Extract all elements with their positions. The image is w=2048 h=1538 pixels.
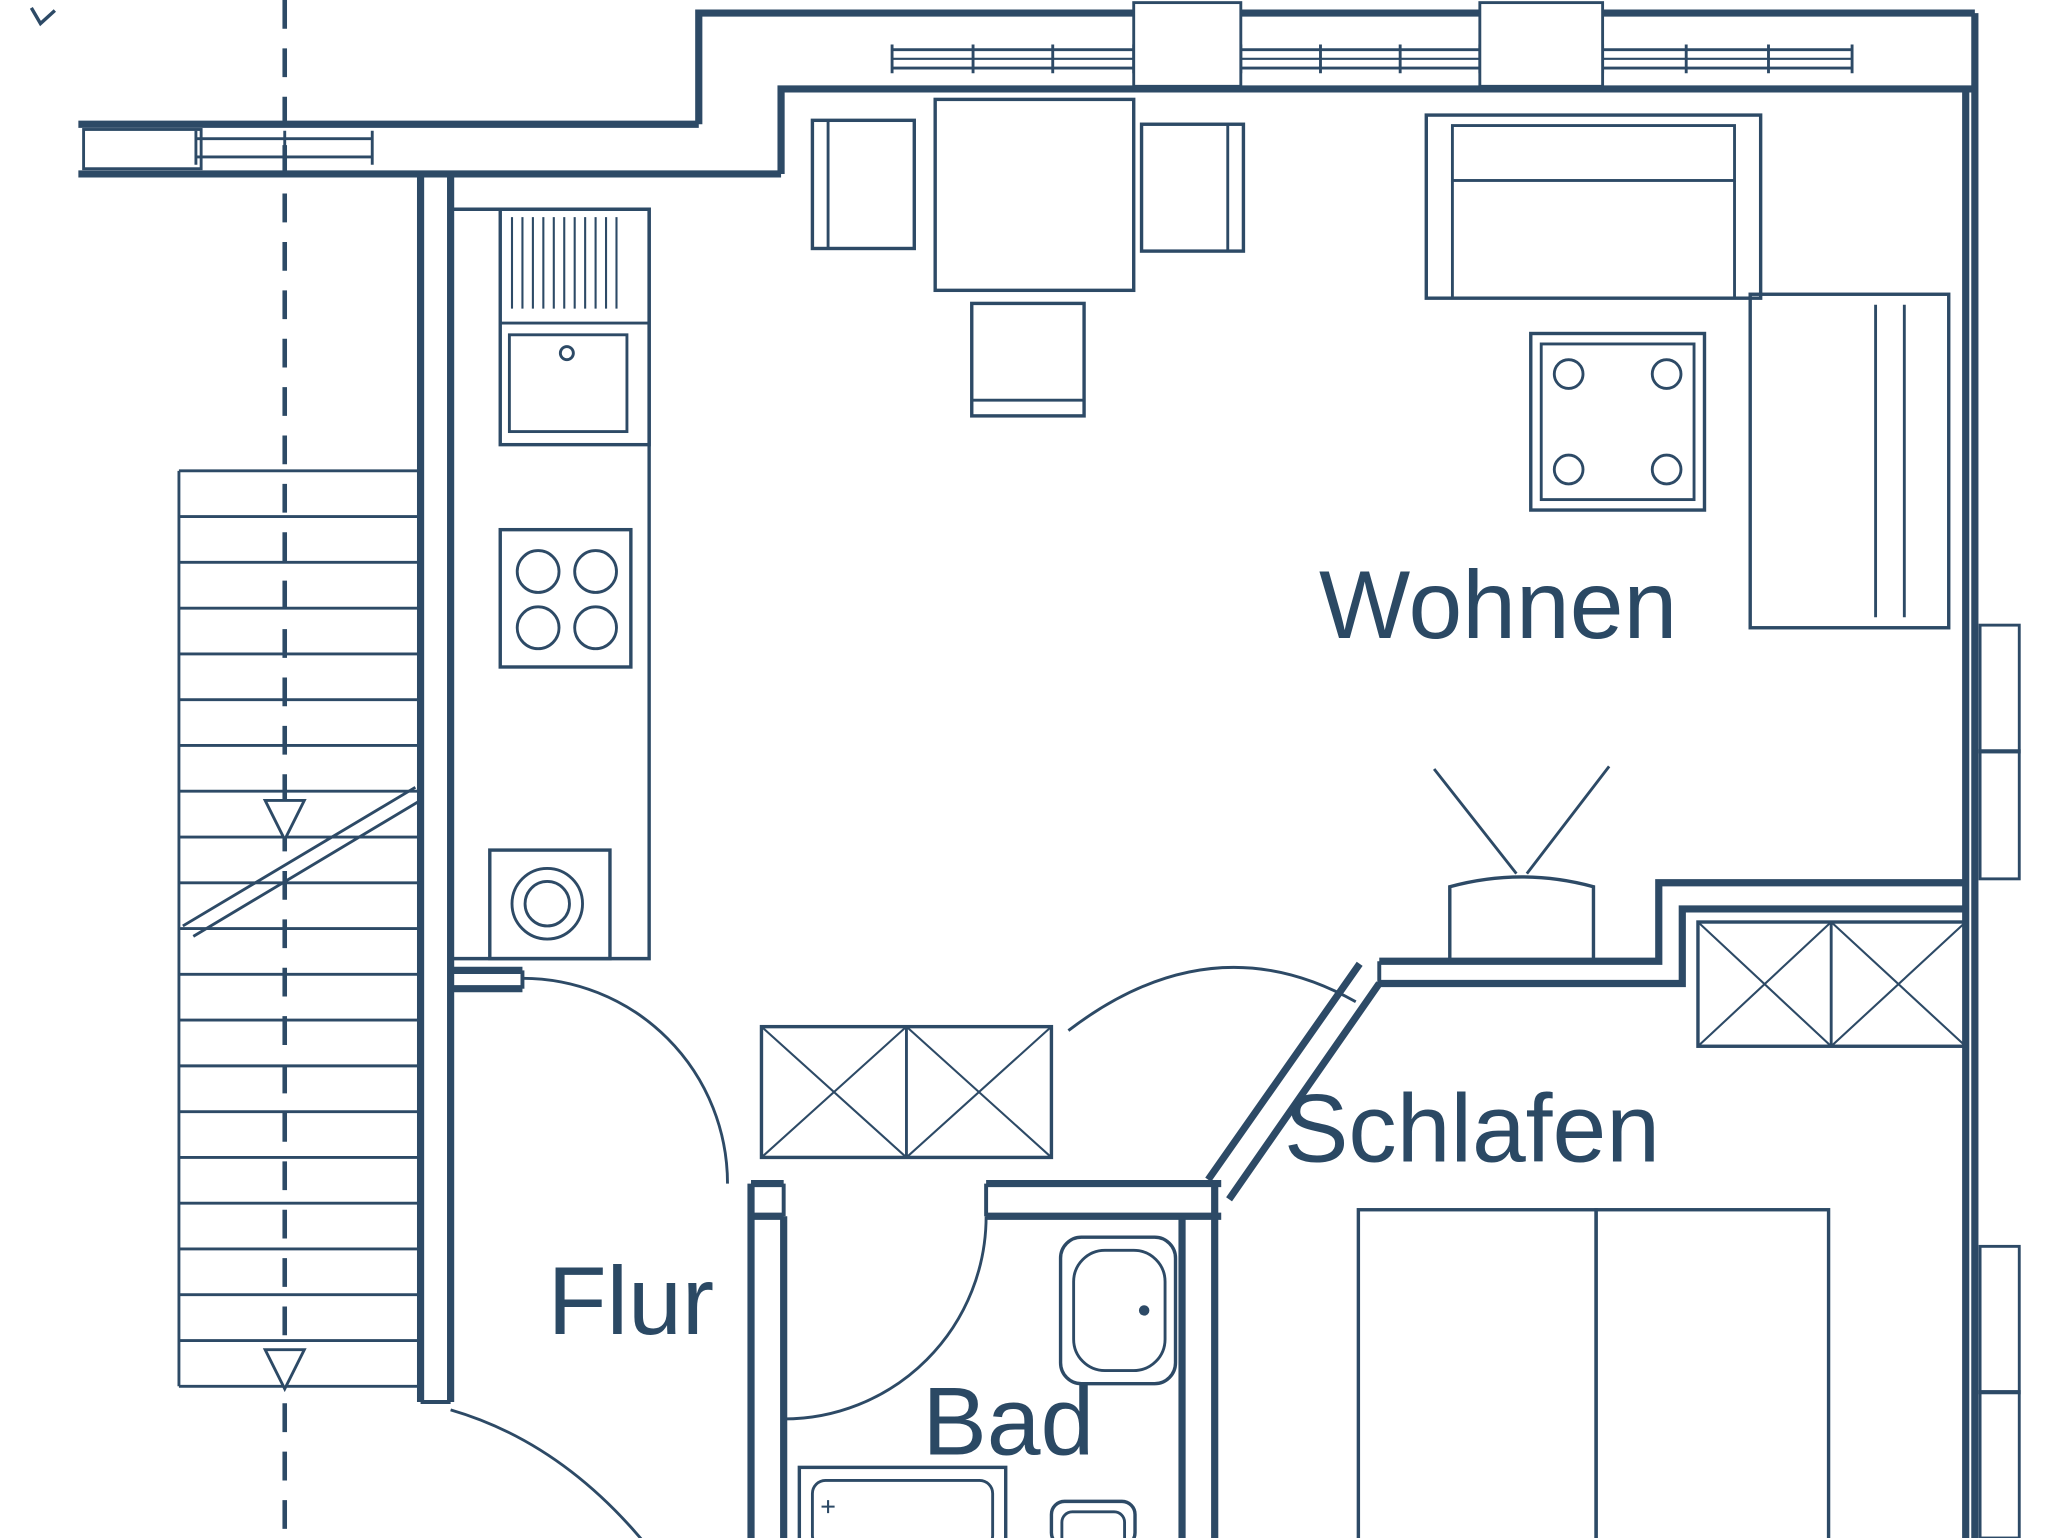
dining-chair bbox=[970, 301, 1086, 418]
bathtub-icon bbox=[1058, 1235, 1178, 1386]
exterior-walls bbox=[78, 9, 1979, 1538]
left-window bbox=[194, 130, 374, 165]
section-dashed-line bbox=[29, 0, 288, 1538]
washbasin-icon bbox=[797, 1465, 1008, 1538]
radiator-icon bbox=[510, 217, 618, 309]
side-sofa bbox=[1748, 292, 1951, 630]
wall-pier bbox=[1478, 1, 1605, 88]
kitchen bbox=[450, 207, 651, 961]
wardrobe-left bbox=[759, 1024, 1054, 1160]
tv-icon bbox=[1432, 765, 1611, 963]
room-label-schlafen: Schlafen bbox=[1284, 1074, 1660, 1182]
right-shutter-box bbox=[1978, 623, 2021, 754]
bedroom-furniture bbox=[759, 920, 1968, 1538]
door-arc-bad bbox=[783, 1216, 988, 1421]
faucet-icon bbox=[558, 345, 575, 362]
doors bbox=[450, 965, 1357, 1538]
right-shutter-box bbox=[1978, 1244, 2021, 1395]
living-room-furniture bbox=[1424, 113, 1951, 963]
section-arrow-icon bbox=[29, 6, 56, 27]
wardrobe-right bbox=[1696, 920, 1968, 1048]
stairs bbox=[177, 469, 422, 1393]
kitchen-sink-icon bbox=[507, 333, 629, 434]
coffee-table bbox=[1529, 331, 1707, 512]
dining-chair bbox=[810, 118, 916, 251]
sofa bbox=[1424, 113, 1763, 300]
right-shutter-box bbox=[1978, 1390, 2021, 1538]
wall-pier bbox=[1132, 1, 1243, 88]
door-arc-entry bbox=[450, 1408, 643, 1538]
interior-walls bbox=[450, 879, 1966, 1538]
door-arc-schlafen bbox=[1067, 965, 1357, 1032]
dining-chair bbox=[1139, 122, 1246, 253]
stair-direction-arrow-icon bbox=[262, 798, 307, 843]
bathroom-fixtures bbox=[797, 1235, 1178, 1538]
stove-icon bbox=[498, 527, 633, 669]
double-bed bbox=[1356, 1208, 1831, 1538]
room-label-flur: Flur bbox=[548, 1247, 714, 1355]
room-label-wohnen: Wohnen bbox=[1319, 551, 1677, 659]
room-label-bad: Bad bbox=[922, 1367, 1094, 1475]
left-wall-pier bbox=[82, 128, 203, 171]
dining-table bbox=[933, 97, 1136, 293]
tv-antenna-icon bbox=[1432, 765, 1611, 875]
toilet-icon bbox=[1049, 1499, 1137, 1538]
stair-break-line bbox=[182, 786, 422, 938]
dining-set bbox=[810, 97, 1246, 418]
washing-machine-icon bbox=[488, 848, 612, 961]
kitchen-sink-unit bbox=[498, 207, 651, 447]
stair-direction-arrow-icon bbox=[262, 1348, 307, 1393]
door-arc-flur bbox=[522, 976, 729, 1184]
windows bbox=[82, 1, 2021, 1538]
diagonal-wall bbox=[1205, 961, 1383, 1202]
room-labels: Wohnen Schlafen Flur Bad bbox=[548, 551, 1678, 1475]
right-shutter-box bbox=[1978, 749, 2021, 881]
